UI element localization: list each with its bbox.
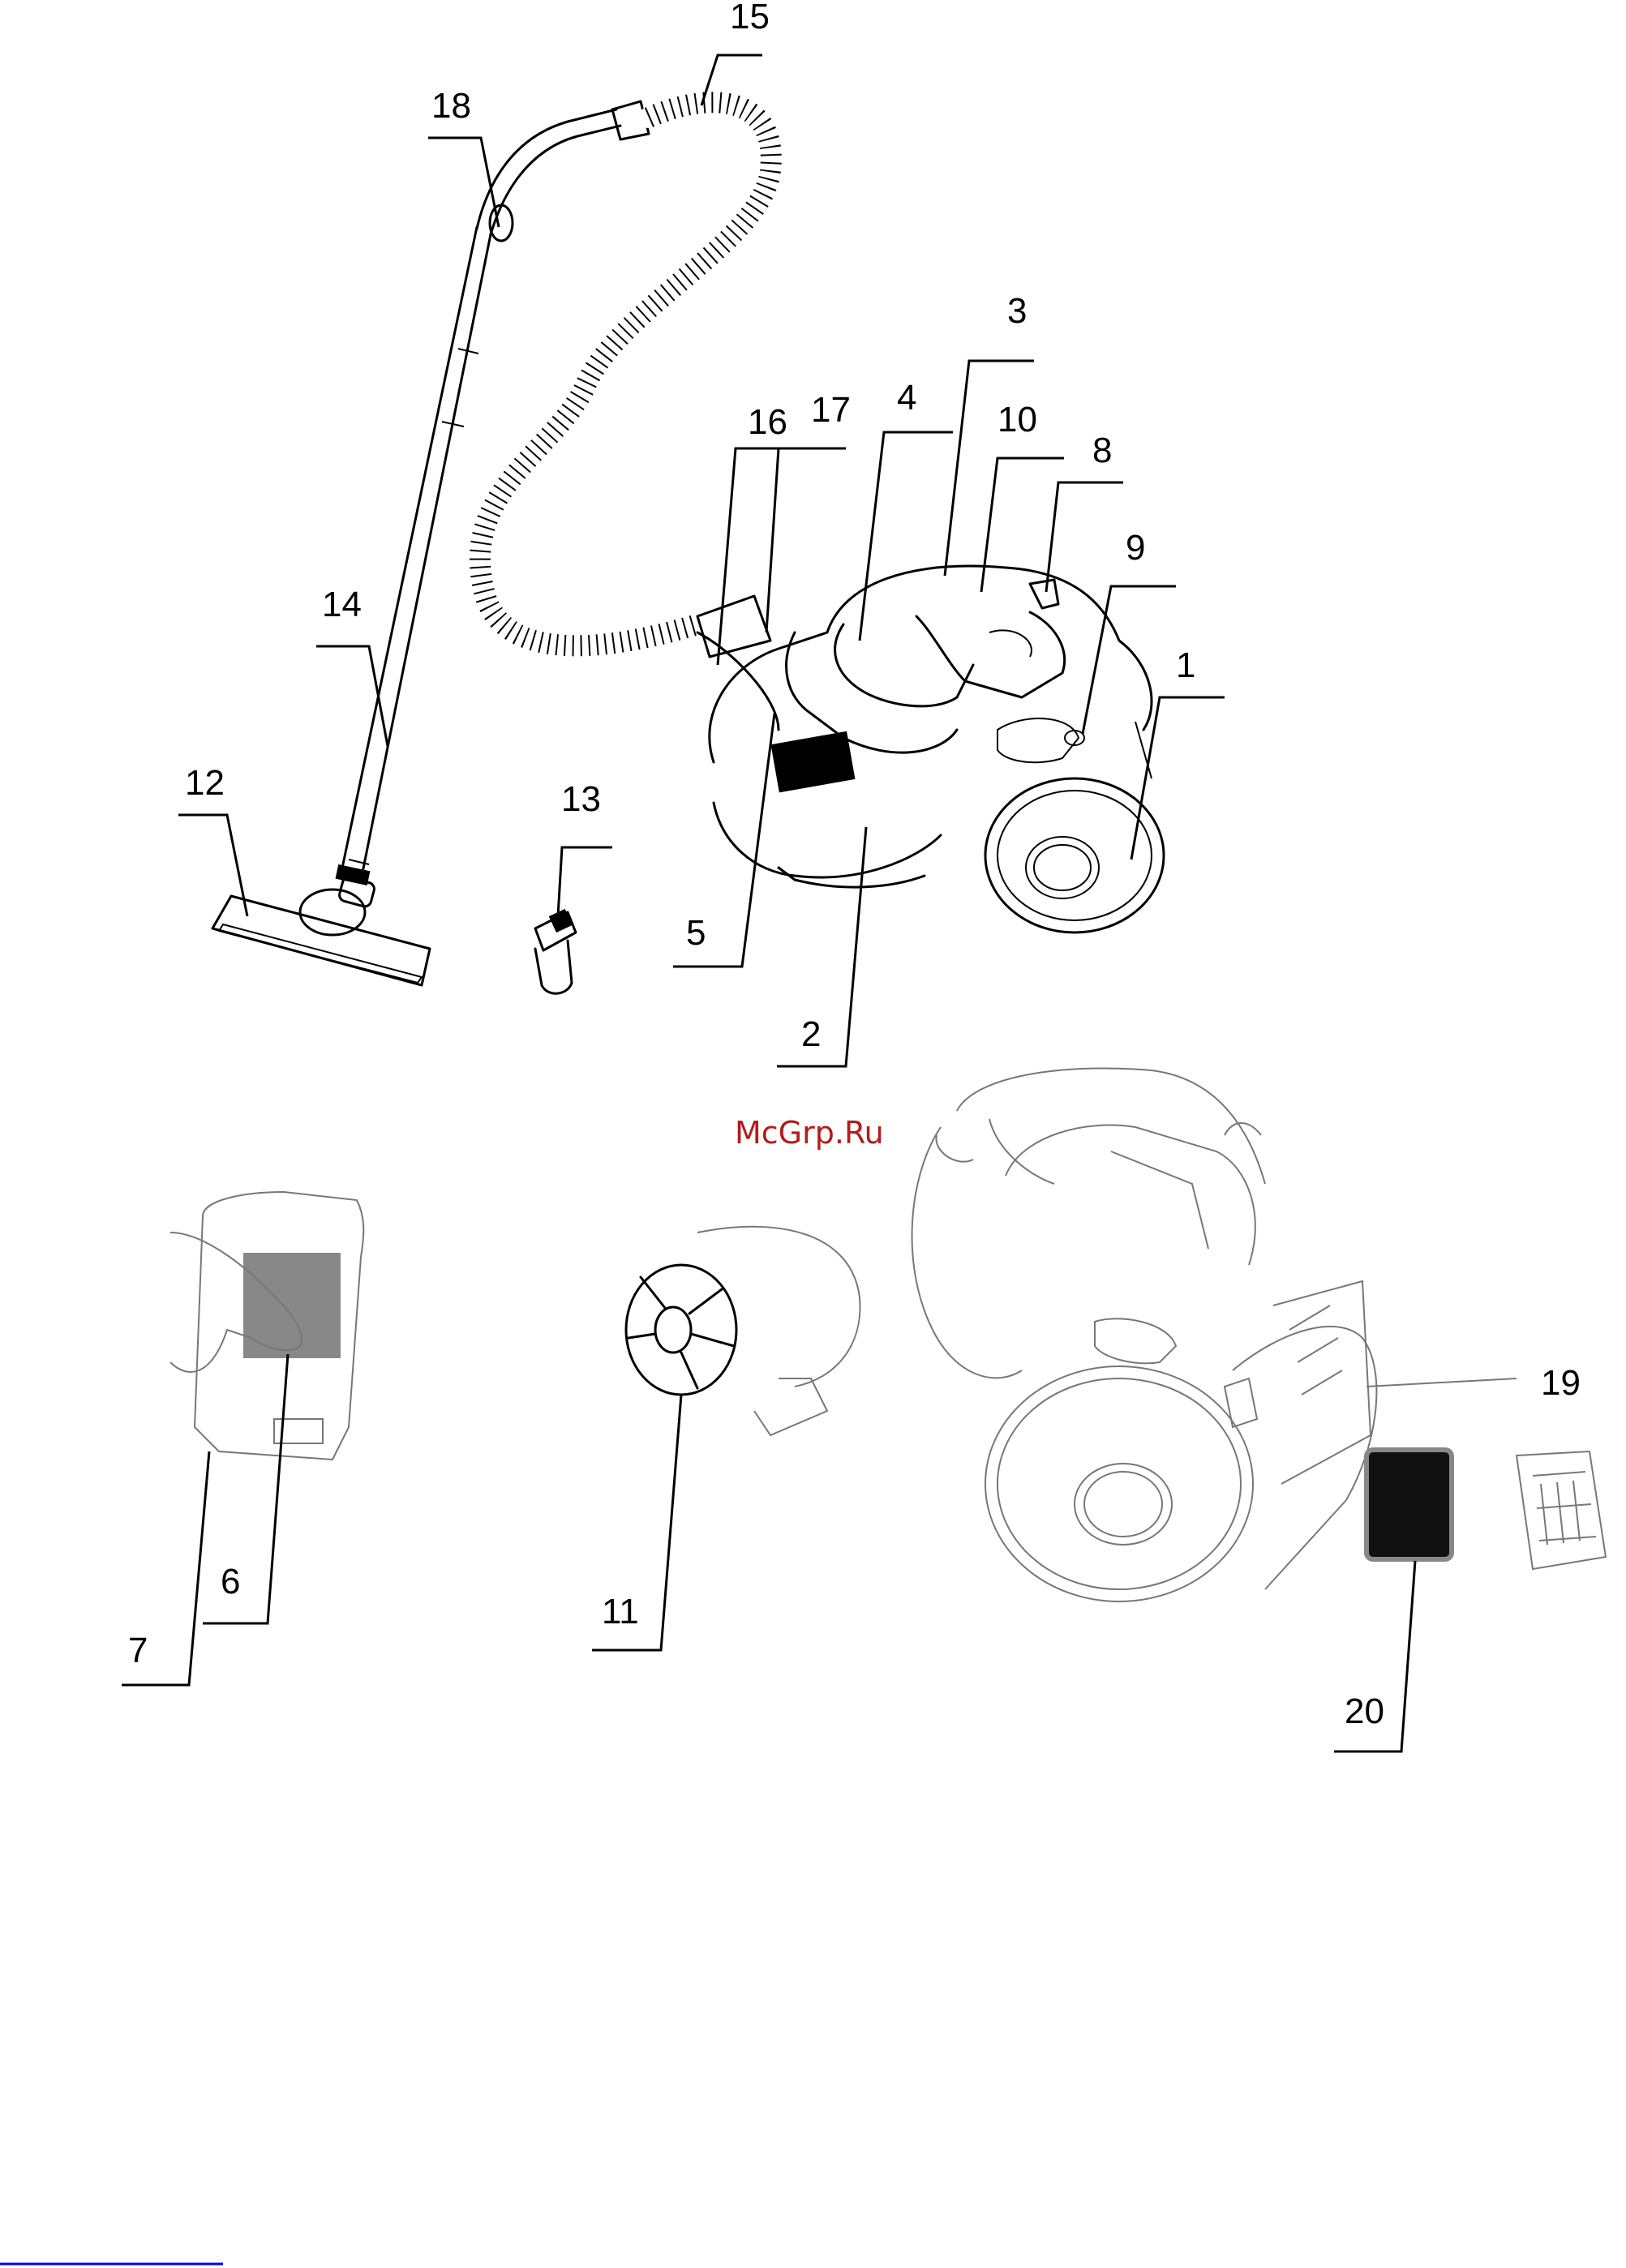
- dust-container-drawing: [170, 1192, 363, 1460]
- exhaust-grille-drawing: [1517, 1451, 1606, 1569]
- callout-10: 10: [997, 400, 1037, 439]
- watermark: McGrp.Ru: [735, 1115, 884, 1151]
- floor-nozzle-drawing: [212, 876, 430, 985]
- callout-7: 7: [128, 1631, 148, 1670]
- callout-18: 18: [431, 86, 471, 126]
- callout-9: 9: [1126, 528, 1145, 568]
- callout-4: 4: [897, 378, 916, 418]
- motor-filter-drawing: [626, 1227, 860, 1435]
- callout-labels: 1 2 3 4 5 6 7 8 9 10 11 12 13 14 15 16 1…: [128, 0, 1581, 1731]
- callout-20: 20: [1345, 1691, 1384, 1731]
- handle-drawing: [477, 101, 649, 241]
- hose-drawing: [480, 102, 771, 657]
- callout-19: 19: [1541, 1363, 1581, 1403]
- callout-6: 6: [221, 1562, 240, 1601]
- crevice-tool-drawing: [535, 909, 576, 993]
- callout-13: 13: [561, 779, 601, 819]
- callout-5: 5: [686, 913, 706, 953]
- vacuum-rear-view-drawing: [912, 1068, 1377, 1601]
- callout-8: 8: [1092, 431, 1112, 470]
- leader-lines: [122, 55, 1517, 1751]
- telescopic-tube-drawing: [336, 227, 491, 885]
- callout-3: 3: [1007, 291, 1027, 331]
- callout-15: 15: [730, 0, 770, 36]
- callout-1: 1: [1176, 645, 1195, 685]
- callout-17: 17: [811, 390, 851, 430]
- callout-12: 12: [185, 763, 225, 803]
- callout-14: 14: [322, 585, 362, 624]
- callout-16: 16: [748, 402, 787, 442]
- callout-11: 11: [602, 1592, 639, 1631]
- exhaust-filter-drawing: [1366, 1450, 1452, 1559]
- callout-2: 2: [801, 1014, 821, 1054]
